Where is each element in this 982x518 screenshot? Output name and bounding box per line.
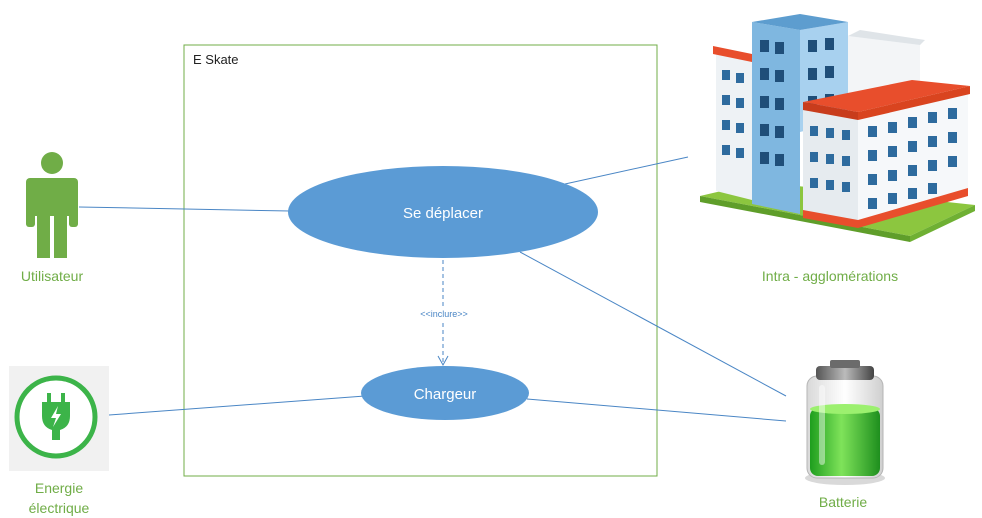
city-buildings-icon: [700, 14, 975, 242]
actor-user-label: Utilisateur: [21, 268, 84, 284]
assoc-user-move: [78, 206, 291, 212]
actor-energy-label-2: électrique: [29, 500, 90, 516]
actor-energy-label-1: Energie: [35, 480, 83, 496]
electric-plug-icon: [9, 366, 109, 471]
system-name: E Skate: [193, 52, 239, 67]
use-case-move[interactable]: [288, 166, 598, 258]
assoc-charger-battery: [526, 398, 787, 422]
actor-city-label: Intra - agglomérations: [762, 268, 898, 284]
assoc-energy-charger: [108, 395, 366, 416]
use-case-move-label: Se déplacer: [403, 205, 483, 222]
include-label: <<inclure>>: [420, 309, 468, 319]
system-boundary: [183, 44, 658, 477]
battery-icon: [805, 360, 885, 485]
assoc-move-city: [564, 156, 689, 185]
use-case-charger[interactable]: [361, 366, 529, 420]
actor-battery-label: Batterie: [819, 494, 867, 510]
include-arrowhead: [437, 355, 449, 367]
person-icon: [26, 152, 78, 258]
use-case-charger-label: Chargeur: [414, 386, 477, 403]
assoc-move-battery: [519, 251, 787, 397]
